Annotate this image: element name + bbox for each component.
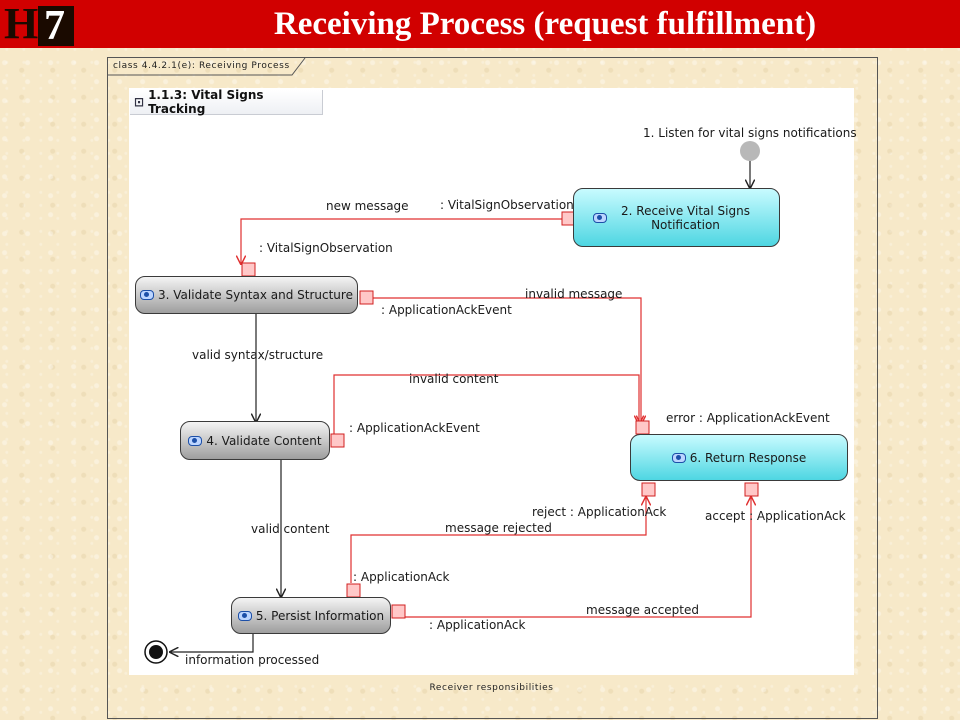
label-ack-event-syntax: : ApplicationAckEvent (381, 303, 512, 317)
logo-box (38, 6, 74, 46)
node-return-response[interactable]: 6. Return Response (630, 434, 848, 481)
final-node-inner (149, 645, 163, 659)
logo-seven: 7 (44, 3, 65, 49)
flow-new-message (241, 218, 568, 264)
label-vso-in: : VitalSignObservation (259, 241, 393, 255)
diagram-frame (107, 57, 878, 719)
pin-response-reject-in (641, 482, 656, 497)
label-accept-ack: accept : ApplicationAck (705, 509, 846, 523)
label-valid-syntax: valid syntax/structure (192, 348, 324, 362)
label-reject-ack: reject : ApplicationAck (532, 505, 667, 519)
pin-response-accept-in (744, 482, 759, 497)
hl7-logo: H 7 (4, 0, 74, 49)
pin-persist-reject-out (346, 583, 361, 598)
canvas-header[interactable]: ⊡ 1.1.3: Vital Signs Tracking (130, 88, 323, 116)
label-invalid-content: invalid content (409, 372, 499, 386)
flow-message-accepted (404, 497, 751, 618)
label-new-message: new message (326, 199, 409, 213)
diagram-canvas (129, 88, 854, 675)
node-label: 6. Return Response (689, 450, 807, 465)
pin-response-error-in (635, 420, 650, 435)
frame-tab-border (107, 57, 306, 76)
frame-footer-label: Receiver responsibilities (429, 683, 554, 693)
frame-tab-label: class 4.4.2.1(e): Receiving Process (113, 61, 290, 71)
node-receive-vital-signs[interactable]: 2. Receive Vital Signs Notification (573, 188, 780, 247)
title-bar: H 7 Receiving Process (request fulfillme… (0, 0, 960, 49)
node-label: 2. Receive Vital Signs Notification (621, 203, 750, 232)
final-node (144, 640, 168, 664)
action-icon (188, 435, 203, 446)
slide-title: Receiving Process (request fulfillment) (273, 5, 817, 42)
node-persist-information[interactable]: 5. Persist Information (231, 597, 391, 634)
pin-syntax-in (241, 262, 256, 277)
action-icon (237, 610, 252, 621)
label-message-accepted: message accepted (586, 603, 699, 617)
flow-message-rejected (350, 497, 646, 583)
action-icon (671, 452, 686, 463)
action-icon (140, 290, 155, 300)
flow-invalid-message (373, 297, 641, 424)
pin-persist-accept-out (391, 604, 406, 619)
label-information-processed: information processed (185, 653, 320, 667)
label-vso-out: : VitalSignObservation (440, 198, 574, 212)
initial-node (740, 141, 760, 161)
label-app-ack-accept: : ApplicationAck (429, 618, 526, 632)
node-validate-syntax[interactable]: 3. Validate Syntax and Structure (135, 276, 358, 314)
node-label: 5. Persist Information (255, 608, 385, 623)
node-validate-content[interactable]: 4. Validate Content (180, 421, 330, 460)
node-label: 3. Validate Syntax and Structure (158, 288, 353, 302)
label-message-rejected: message rejected (445, 521, 552, 535)
label-valid-content: valid content (251, 522, 330, 536)
flow-information-processed (170, 634, 254, 652)
label-listen: 1. Listen for vital signs notifications (643, 126, 857, 140)
label-app-ack-reject: : ApplicationAck (353, 570, 450, 584)
activity-diagram-icon: ⊡ (134, 95, 145, 109)
label-error-ack: error : ApplicationAckEvent (666, 411, 830, 425)
logo-h: H (4, 0, 38, 48)
label-ack-event-content: : ApplicationAckEvent (349, 421, 480, 435)
label-invalid-message: invalid message (525, 287, 623, 301)
canvas-header-label: 1.1.3: Vital Signs Tracking (148, 88, 264, 116)
action-icon (592, 212, 607, 223)
pin-content-out (330, 433, 345, 448)
node-label: 4. Validate Content (206, 433, 322, 448)
pin-syntax-out (359, 290, 374, 305)
pins (241, 211, 759, 619)
